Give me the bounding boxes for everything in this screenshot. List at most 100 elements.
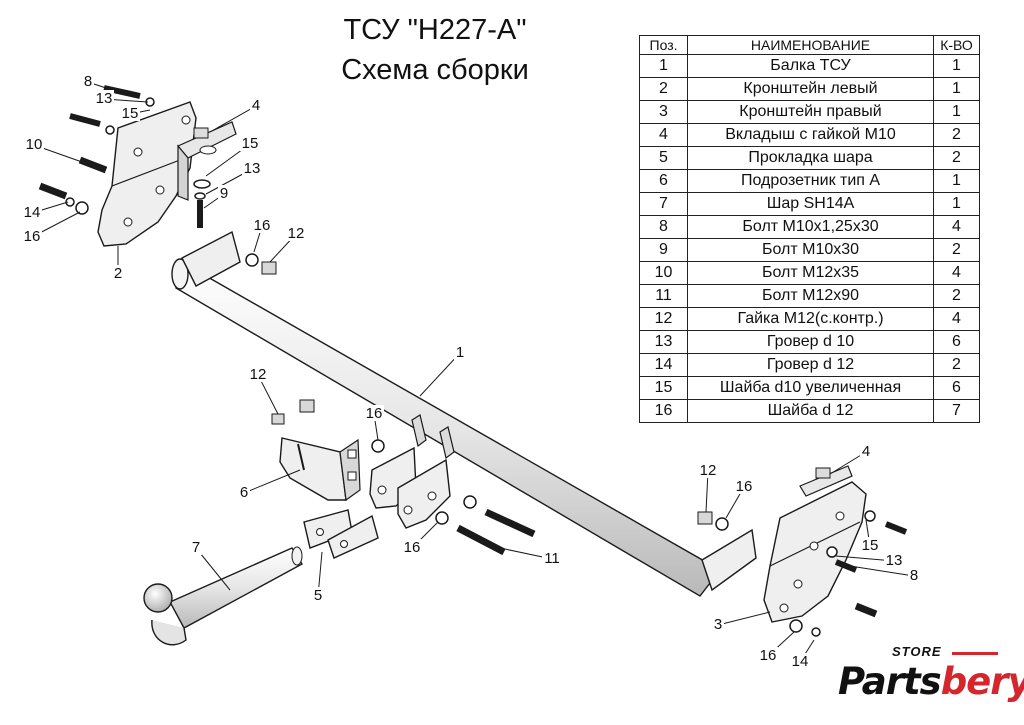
callout-label: 8: [84, 73, 92, 90]
cell-position: 3: [639, 100, 688, 124]
callout-label-background: [112, 265, 124, 281]
callout-label: 8: [910, 567, 918, 584]
cell-name: Гайка М12(с.контр.): [687, 307, 934, 331]
callout-label-background: [120, 105, 140, 121]
callout-label: 13: [96, 90, 113, 107]
cell-position: 9: [639, 238, 688, 262]
callout-label-background: [698, 462, 718, 478]
cell-position: 8: [639, 215, 688, 239]
callout-label-background: [218, 185, 230, 201]
cell-name: Кронштейн левый: [687, 77, 934, 101]
tow-ball-part: [143, 546, 303, 646]
cell-position: 4: [639, 123, 688, 147]
cell-name: Болт М12х35: [687, 261, 934, 285]
logo-accent-bar: [952, 652, 998, 655]
callout-label: 12: [700, 462, 717, 479]
callout-label-background: [908, 567, 920, 583]
callout-label-background: [240, 135, 260, 151]
callout-label: 4: [252, 97, 260, 114]
callout-label: 14: [792, 653, 809, 670]
socket-bracket-part: [279, 437, 361, 502]
callout-label-background: [364, 405, 384, 421]
callout-label: 16: [736, 478, 753, 495]
callout-label: 16: [366, 405, 383, 422]
callout-label: 4: [862, 443, 870, 460]
callout-label-background: [190, 539, 202, 555]
callout-leader-line: [243, 469, 301, 494]
callout-label-background: [454, 344, 466, 360]
callout-label: 12: [288, 225, 305, 242]
callout-label: 5: [314, 587, 322, 604]
callout-label: 12: [250, 366, 267, 383]
cell-name: Шайба d 12: [687, 399, 934, 423]
ball-mount-plates: [369, 446, 451, 529]
cell-quantity: 2: [933, 146, 980, 170]
logo-store-text: STORE: [892, 644, 942, 659]
callout-label: 13: [244, 160, 261, 177]
ball-spacer-parts: [303, 509, 379, 559]
callout-label: 11: [544, 550, 560, 567]
right-bracket-part: [763, 481, 867, 623]
cell-name: Балка ТСУ: [687, 54, 934, 78]
callout-leader-line: [87, 81, 131, 97]
store-logo: Partsbery: [838, 660, 1024, 703]
cell-position: 16: [639, 399, 688, 423]
parts-table-header: Поз. НАИМЕНОВАНИЕ К-ВО: [639, 35, 980, 55]
callout-label: 13: [886, 552, 903, 569]
callout-label: 15: [242, 135, 259, 152]
header-position: Поз.: [639, 35, 688, 55]
callout-label: 16: [254, 217, 271, 234]
callout-label: 7: [192, 539, 200, 556]
callout-label-background: [734, 478, 754, 494]
callout-label-background: [82, 73, 94, 89]
callout-label-background: [884, 552, 904, 568]
cell-quantity: 4: [933, 307, 980, 331]
callout-label-background: [22, 204, 42, 220]
callout-label-background: [312, 587, 324, 603]
cell-quantity: 6: [933, 330, 980, 354]
cell-name: Болт М10х30: [687, 238, 934, 262]
callout-leader-line: [209, 105, 257, 133]
cell-name: Шар SH14A: [687, 192, 934, 216]
left-bracket-part: [97, 101, 197, 247]
callout-label: 16: [24, 228, 41, 245]
cell-name: Гровер d 12: [687, 353, 934, 377]
callout-label-background: [758, 647, 778, 663]
header-name: НАИМЕНОВАНИЕ: [687, 35, 934, 55]
callout-label-background: [250, 97, 262, 113]
callout-label-background: [790, 653, 810, 669]
callout-label: 6: [240, 484, 248, 501]
cell-quantity: 2: [933, 123, 980, 147]
callout-label-background: [712, 616, 724, 632]
diagram-subtitle: Схема сборки: [341, 54, 529, 86]
callout-label-background: [248, 366, 268, 382]
callout-label: 1: [456, 344, 464, 361]
callout-label: 10: [26, 136, 43, 153]
cell-position: 11: [639, 284, 688, 308]
cell-quantity: 7: [933, 399, 980, 423]
callout-label: 16: [404, 539, 421, 556]
logo-name-part-b: bery: [940, 660, 1024, 703]
callout-label: 9: [220, 185, 228, 202]
callout-leader-line: [849, 565, 915, 577]
cell-quantity: 2: [933, 238, 980, 262]
callout-label-background: [860, 443, 872, 459]
callout-label-background: [24, 136, 44, 152]
callout-label-background: [238, 484, 250, 500]
